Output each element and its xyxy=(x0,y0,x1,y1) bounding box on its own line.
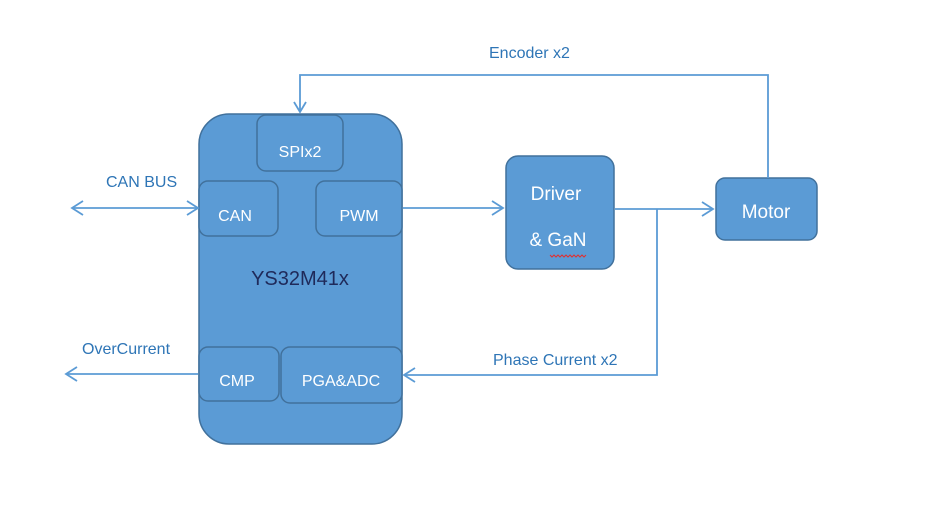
can-bus-arrowhead-left xyxy=(70,200,84,216)
spellcheck-squiggle xyxy=(549,254,587,258)
spi-block[interactable] xyxy=(256,114,344,172)
can-block[interactable] xyxy=(198,180,279,237)
pwm-label: PWM xyxy=(339,208,378,225)
pga-adc-label: PGA&ADC xyxy=(302,373,380,390)
encoder-label: Encoder x2 xyxy=(489,45,570,62)
driver-gan-block[interactable] xyxy=(505,155,615,270)
driver-to-motor-arrowhead xyxy=(701,201,715,217)
pga-adc-block[interactable] xyxy=(280,346,403,404)
pwm-block[interactable] xyxy=(315,180,403,237)
encoder-arrowhead xyxy=(293,101,307,114)
overcurrent-arrowhead xyxy=(64,366,78,382)
cmp-label: CMP xyxy=(219,373,255,390)
can-label: CAN xyxy=(218,208,252,225)
motor-label: Motor xyxy=(742,202,791,223)
phase-current-arrowhead xyxy=(402,367,416,383)
can-bus-arrowhead-right xyxy=(186,200,200,216)
phase-current-label: Phase Current x2 xyxy=(493,352,618,369)
overcurrent-label: OverCurrent xyxy=(82,341,171,358)
can-bus-label: CAN BUS xyxy=(106,174,177,191)
mcu-title: YS32M41x xyxy=(251,268,349,290)
motor-block[interactable] xyxy=(715,177,818,241)
driver-line2: & GaN xyxy=(529,230,586,251)
pwm-to-driver-arrowhead xyxy=(491,200,505,216)
encoder-feedback-line xyxy=(299,74,769,178)
spi-label: SPIx2 xyxy=(279,144,322,161)
phase-current-line xyxy=(404,209,658,376)
cmp-block[interactable] xyxy=(198,346,280,402)
driver-line1: Driver xyxy=(531,184,582,205)
